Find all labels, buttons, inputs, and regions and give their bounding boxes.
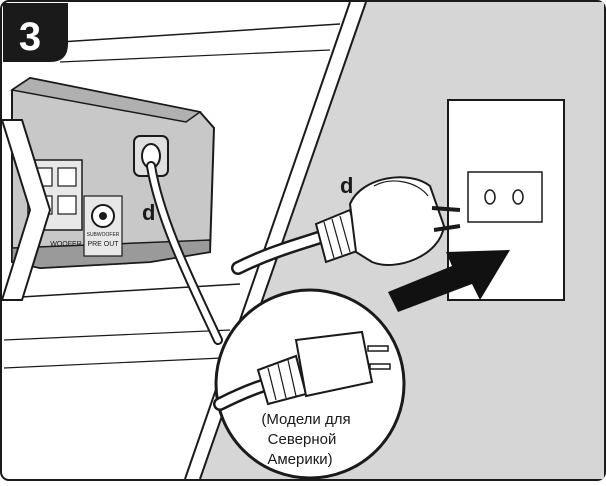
relief-groove	[331, 218, 343, 256]
device-top	[10, 77, 202, 123]
inset-north-america: (Модели для Северной Америки)	[213, 288, 406, 480]
terminal-jack	[57, 167, 77, 187]
device-scene: SUBWOOFER PRE OUT WOOFER d	[0, 23, 341, 369]
inset-plug-blade	[369, 363, 391, 370]
relief-groove	[277, 363, 287, 399]
shelf-line	[59, 23, 341, 43]
inset-plug-blade	[367, 345, 389, 352]
label-d-right: d	[340, 173, 353, 198]
relief-groove	[287, 359, 297, 397]
shelf-line	[59, 49, 331, 63]
inset-caption-line3: Америки)	[267, 451, 332, 468]
chevron-divider	[0, 119, 52, 301]
shelf-line	[3, 357, 223, 369]
step-badge-bg	[3, 3, 68, 62]
panel-divider-left	[184, 1, 351, 480]
shelf-line	[3, 329, 231, 341]
inset-caption-line2: Северной	[268, 431, 337, 448]
terminal-jack	[57, 195, 77, 215]
woofer-label: WOOFER	[50, 241, 82, 248]
relief-groove	[267, 367, 277, 401]
relief-groove	[323, 221, 335, 259]
inset-caption-line1: (Модели для	[261, 411, 350, 428]
subwoofer-label: SUBWOOFER	[87, 232, 120, 238]
rca-jack-center	[99, 212, 107, 220]
power-plug: d	[231, 173, 461, 275]
inset-cable	[215, 381, 267, 409]
insert-arrow	[388, 250, 510, 312]
plug-body	[348, 176, 446, 266]
label-d-left: d	[142, 200, 155, 225]
outlet-socket	[467, 171, 543, 223]
plug-pin	[431, 206, 461, 212]
relief-groove	[339, 215, 351, 253]
plug-contour	[373, 180, 429, 197]
outlet-hole	[512, 189, 524, 205]
plug-cable	[233, 233, 323, 273]
plug-pin	[433, 224, 461, 232]
shelf-line	[3, 283, 241, 299]
inset-plug-body	[294, 330, 374, 398]
outlet-hole	[484, 189, 496, 205]
step-badge: 3	[3, 3, 68, 62]
step-number: 3	[19, 15, 41, 59]
pre-out-label: PRE OUT	[87, 241, 119, 248]
power-cable	[148, 163, 221, 343]
